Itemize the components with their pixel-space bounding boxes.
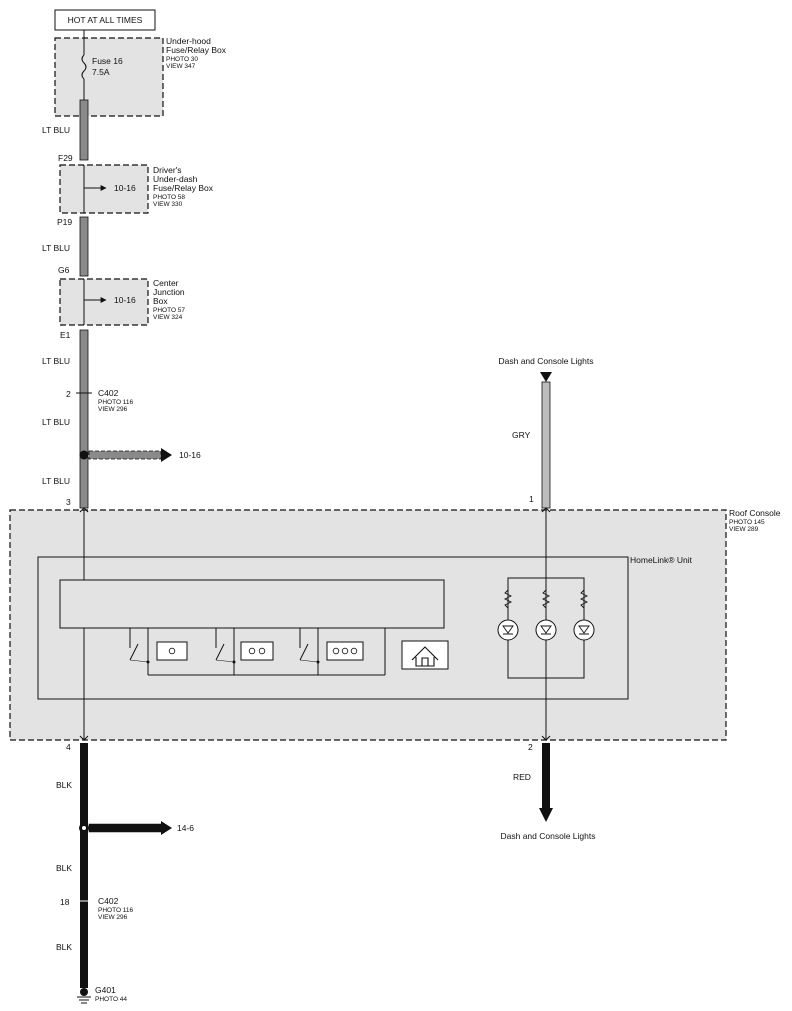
wire-lt-blu-1: [79, 99, 89, 161]
driver-box-ref: 10-16: [114, 183, 136, 193]
homelink-module: [59, 579, 445, 629]
driver-box-l3: Fuse/Relay Box: [153, 183, 214, 193]
ground-photo: PHOTO 44: [95, 996, 127, 1003]
c402-top-view: VIEW 296: [98, 406, 128, 413]
button-2-icon: [240, 641, 274, 661]
button-3-icon: [326, 641, 364, 661]
junction-box-l1: Center: [153, 278, 179, 288]
splice-bot-arrow: [161, 821, 172, 835]
junction-box-l3: Box: [153, 296, 168, 306]
hot-label-box: [54, 9, 156, 31]
wire-blk: [80, 743, 88, 988]
junction-box-l2: Junction: [153, 287, 185, 297]
button-1-icon: [156, 641, 188, 661]
wire-lt-blu-2: [79, 216, 89, 277]
dash-bot-label: Dash and Console Lights: [501, 831, 596, 841]
c402-bot-name: C402: [98, 896, 119, 906]
driver-box-l2: Under-dash: [153, 174, 198, 184]
junction-box-photo: PHOTO 57: [153, 307, 185, 314]
wire-label-3: LT BLU: [42, 356, 70, 366]
underhood-photo: PHOTO 30: [166, 56, 198, 63]
c402-bot-photo: PHOTO 116: [98, 907, 134, 914]
splice-top-branch: [88, 450, 162, 460]
ground-name: G401: [95, 985, 116, 995]
switch-group: [129, 628, 386, 676]
splice-top: [79, 450, 89, 460]
splice-bot-branch: [88, 823, 162, 833]
pin-c402-top: 2: [66, 389, 71, 399]
dash-bot-arrow: [539, 808, 553, 822]
pin-roof-1: 1: [529, 494, 534, 504]
wire-label-b3: BLK: [56, 942, 72, 952]
wire-label-b1: BLK: [56, 780, 72, 790]
dash-top-arrow: [540, 372, 552, 382]
fuse-icon: [81, 54, 87, 80]
wire-label-5: LT BLU: [42, 476, 70, 486]
led-3-icon: [573, 619, 595, 641]
roof-console-photo: PHOTO 145: [729, 519, 765, 526]
pin-e1: E1: [60, 330, 71, 340]
pin-roof-3: 3: [66, 497, 71, 507]
dash-top-label: Dash and Console Lights: [499, 356, 594, 366]
underhood-name-1: Under-hood: [166, 36, 211, 46]
pin-roof-4: 4: [66, 742, 71, 752]
splice-bot-ref: 14-6: [177, 823, 194, 833]
pin-p19: P19: [57, 217, 72, 227]
home-icon-box: [401, 640, 449, 670]
driver-box-view: VIEW 330: [153, 201, 183, 208]
wire-lt-blu-3: [79, 329, 89, 509]
roof-console-name: Roof Console: [729, 508, 781, 518]
fuse-rating: 7.5A: [92, 67, 110, 77]
driver-box-l1: Driver's: [153, 165, 182, 175]
fuse-name: Fuse 16: [92, 56, 123, 66]
wire-label-gry: GRY: [512, 430, 531, 440]
junction-box-ref: 10-16: [114, 295, 136, 305]
pin-f29: F29: [58, 153, 73, 163]
hot-label: HOT AT ALL TIMES: [68, 15, 143, 25]
led-2-icon: [535, 619, 557, 641]
wire-label-4: LT BLU: [42, 417, 70, 427]
underhood-name-2: Fuse/Relay Box: [166, 45, 227, 55]
led-1-icon: [497, 619, 519, 641]
wire-label-red: RED: [513, 772, 531, 782]
wire-label-1: LT BLU: [42, 125, 70, 135]
c402-top-name: C402: [98, 388, 119, 398]
homelink-name: HomeLink® Unit: [630, 555, 693, 565]
wire-label-b2: BLK: [56, 863, 72, 873]
roof-console-view: VIEW 289: [729, 526, 759, 533]
c402-top-photo: PHOTO 116: [98, 399, 134, 406]
driver-box-photo: PHOTO 58: [153, 194, 185, 201]
c402-bot-view: VIEW 296: [98, 914, 128, 921]
splice-top-arrow: [161, 448, 172, 462]
splice-top-ref: 10-16: [179, 450, 201, 460]
underhood-fuse-box: [54, 37, 164, 117]
underhood-view: VIEW 347: [166, 63, 196, 70]
wire-label-2: LT BLU: [42, 243, 70, 253]
ground-point: [80, 988, 88, 996]
home-icon: [411, 646, 439, 667]
wire-red: [542, 743, 550, 808]
pin-c402-bot: 18: [60, 897, 70, 907]
pin-g6: G6: [58, 265, 70, 275]
junction-box-view: VIEW 324: [153, 314, 183, 321]
pin-roof-2: 2: [528, 742, 533, 752]
wire-gry: [541, 381, 551, 509]
